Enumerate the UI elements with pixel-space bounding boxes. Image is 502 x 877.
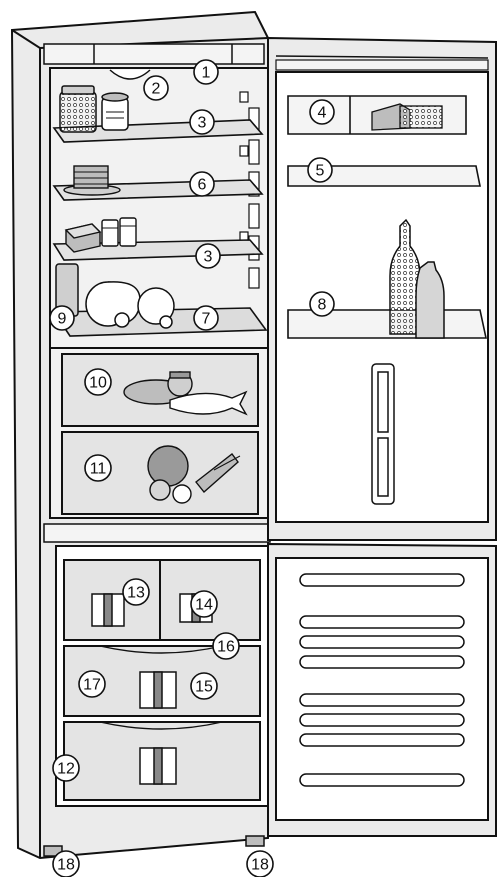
freezer-door [268, 544, 496, 836]
callout-number: 17 [83, 677, 101, 694]
callout-number: 14 [195, 597, 213, 614]
callout-number: 11 [90, 461, 107, 478]
callout-number: 12 [57, 761, 75, 778]
callout-number: 1 [202, 65, 211, 82]
door-slot [372, 364, 394, 504]
callout-c6: 6 [190, 172, 214, 196]
callout-c8: 8 [310, 292, 334, 316]
callout-number: 3 [204, 249, 213, 266]
callout-c18a: 18 [53, 851, 79, 877]
callout-c12: 12 [53, 755, 79, 781]
callout-c15: 15 [191, 673, 217, 699]
callout-number: 18 [57, 857, 75, 874]
jar-large [60, 86, 96, 132]
callout-c5: 5 [308, 158, 332, 182]
callout-number: 5 [316, 163, 325, 180]
callout-c7: 7 [194, 306, 218, 330]
callout-number: 16 [217, 639, 235, 656]
callout-number: 3 [198, 115, 207, 132]
callout-number: 9 [58, 311, 67, 328]
callout-number: 6 [198, 177, 207, 194]
callout-c18b: 18 [247, 851, 273, 877]
callout-number: 7 [202, 311, 211, 328]
top-trim [44, 44, 264, 64]
callout-number: 8 [318, 297, 327, 314]
callout-c14: 14 [191, 591, 217, 617]
callout-number: 2 [152, 81, 161, 98]
callout-c1: 1 [194, 60, 218, 84]
callout-c11: 11 [85, 455, 111, 481]
callout-c3b: 3 [196, 244, 220, 268]
callout-c4: 4 [310, 100, 334, 124]
callout-number: 10 [89, 375, 107, 392]
callout-c13: 13 [123, 579, 149, 605]
callout-c2: 2 [144, 76, 168, 100]
callout-number: 18 [251, 857, 269, 874]
callout-c3a: 3 [190, 110, 214, 134]
compartment-divider [44, 524, 270, 542]
callout-number: 4 [318, 105, 327, 122]
callout-c17: 17 [79, 671, 105, 697]
callout-number: 13 [127, 585, 145, 602]
callout-c16: 16 [213, 633, 239, 659]
callout-c9: 9 [50, 306, 74, 330]
callout-c10: 10 [85, 369, 111, 395]
callout-number: 15 [195, 679, 213, 696]
jar-small [102, 93, 128, 130]
